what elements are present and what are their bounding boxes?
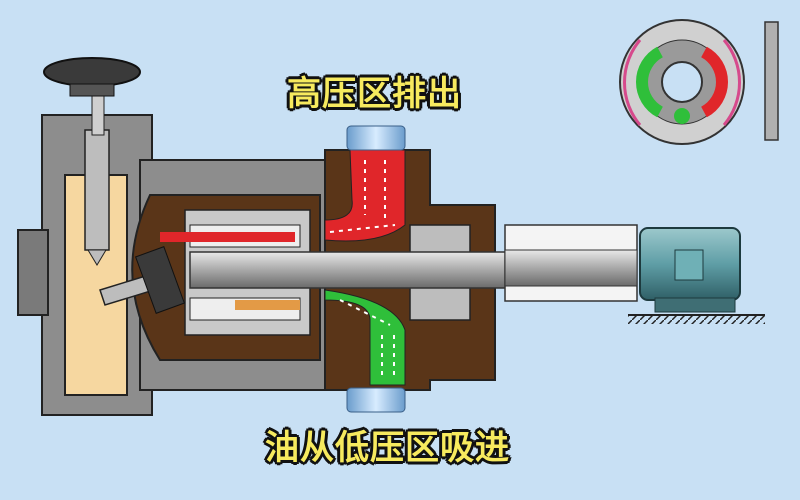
rotation-arrow-icon [722, 39, 742, 126]
outlet-port [346, 125, 406, 151]
drive-shaft [189, 251, 511, 289]
high-pressure-piston [160, 232, 295, 242]
piston [235, 300, 300, 310]
low-pressure-label: 油从低压区吸进 [265, 428, 510, 468]
low-pressure-channel [324, 289, 406, 386]
rotation-arrow-icon [622, 39, 642, 126]
electric-motor [628, 227, 765, 324]
high-pressure-label: 高压区排出 [287, 74, 462, 114]
adjusting-knob [43, 57, 141, 97]
port-plate-inset [619, 19, 779, 145]
suction-kidney [636, 46, 664, 118]
port-plate-side-view [764, 21, 779, 141]
swashplate [135, 246, 185, 314]
discharge-kidney [700, 46, 728, 118]
inlet-port [346, 387, 406, 413]
control-housing [17, 84, 153, 416]
